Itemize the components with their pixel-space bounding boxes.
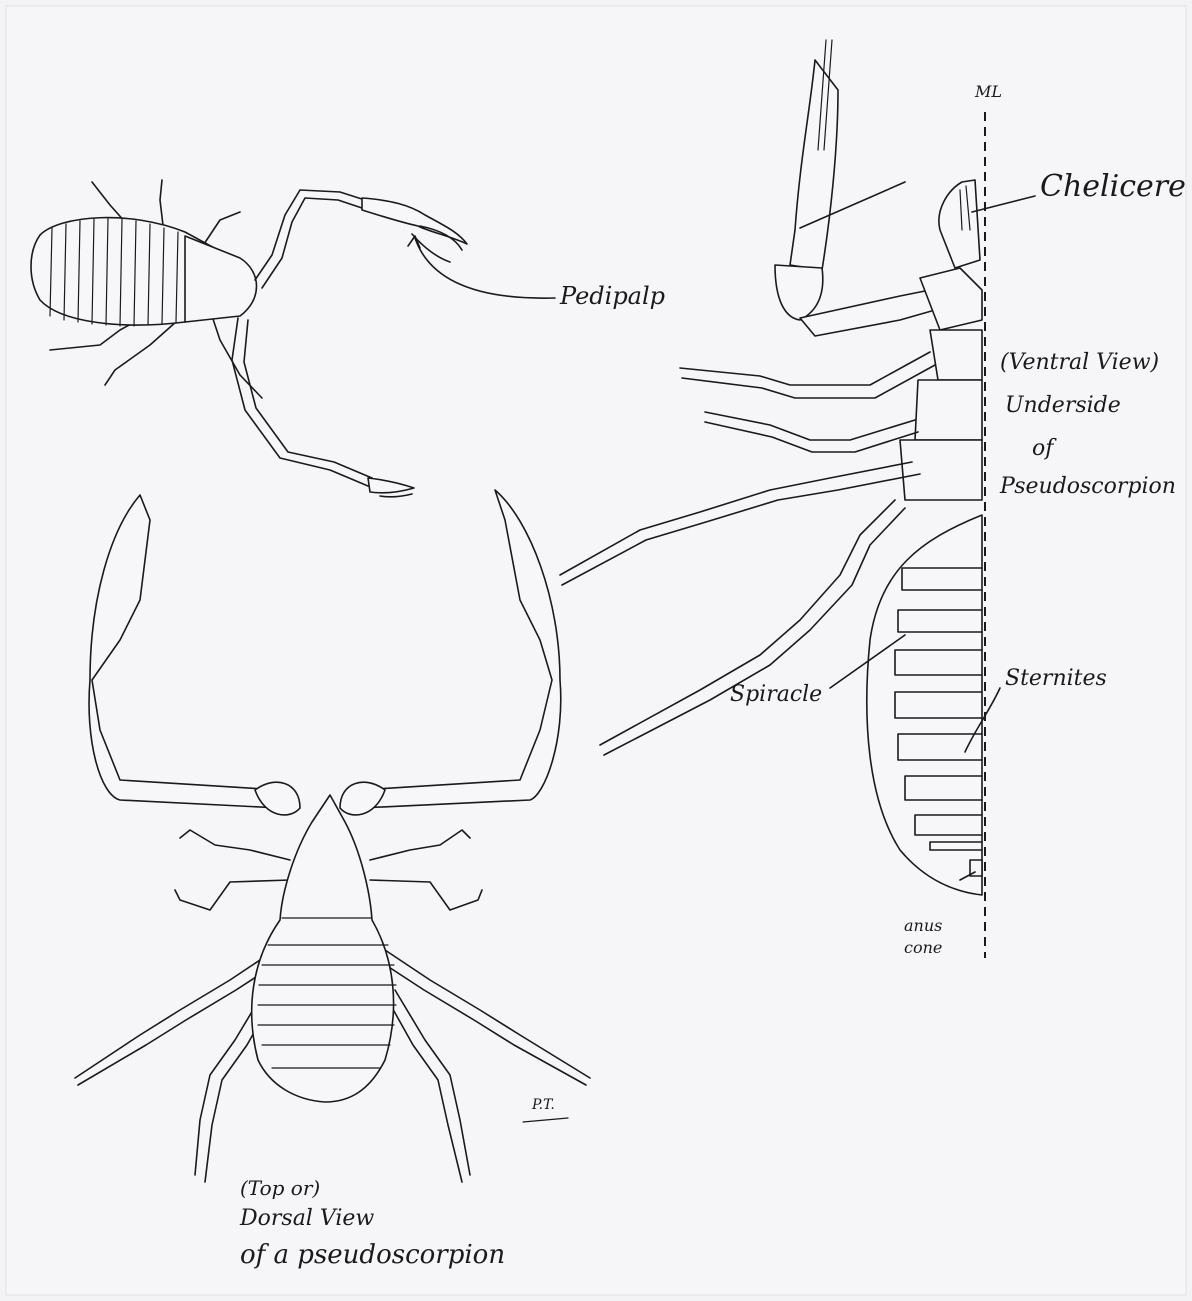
midline-label: ML (975, 84, 1002, 100)
dorsal-view-line1: (Top or) (240, 1178, 320, 1198)
pedipalp-label: Pedipalp (560, 284, 665, 308)
dorsal-view-line3: of a pseudoscorpion (240, 1242, 505, 1268)
cone-label: cone (904, 940, 942, 956)
chelicerae-label: Chelicere (1040, 172, 1186, 202)
dorsal-view-line2: Dorsal View (240, 1208, 374, 1230)
of-label-ventral: of (1032, 438, 1053, 460)
ventral-view-label: (Ventral View) (1000, 352, 1159, 374)
pseudoscorpion-ventral-label: Pseudoscorpion (1000, 476, 1176, 498)
anus-label: anus (904, 918, 942, 934)
spiracle-label: Spiracle (730, 684, 822, 706)
signature-label: P.T. (532, 1098, 555, 1112)
underside-label: Underside (1005, 395, 1121, 417)
sternites-label: Sternites (1005, 668, 1107, 690)
